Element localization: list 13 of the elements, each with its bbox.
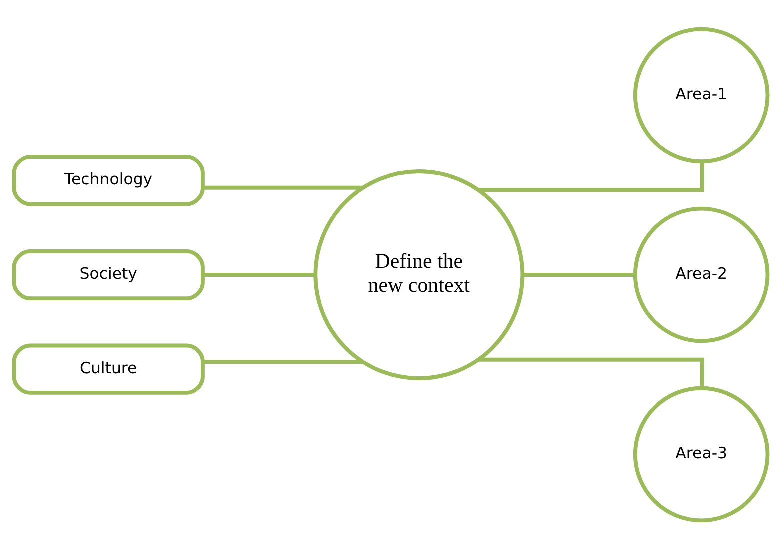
connector [522, 273, 635, 277]
connector [202, 273, 315, 277]
node-circle: Area-2 [632, 206, 770, 344]
node-box: Society [12, 249, 204, 301]
connector [478, 358, 704, 388]
node-box: Technology [12, 155, 204, 206]
connector [202, 186, 363, 190]
connector [478, 162, 704, 192]
node-box: Culture [12, 344, 204, 395]
node-circle: Area-1 [632, 27, 770, 164]
node-circle: Area-3 [632, 386, 770, 523]
connector [202, 360, 363, 364]
node-circle: Define the new context [313, 170, 524, 380]
